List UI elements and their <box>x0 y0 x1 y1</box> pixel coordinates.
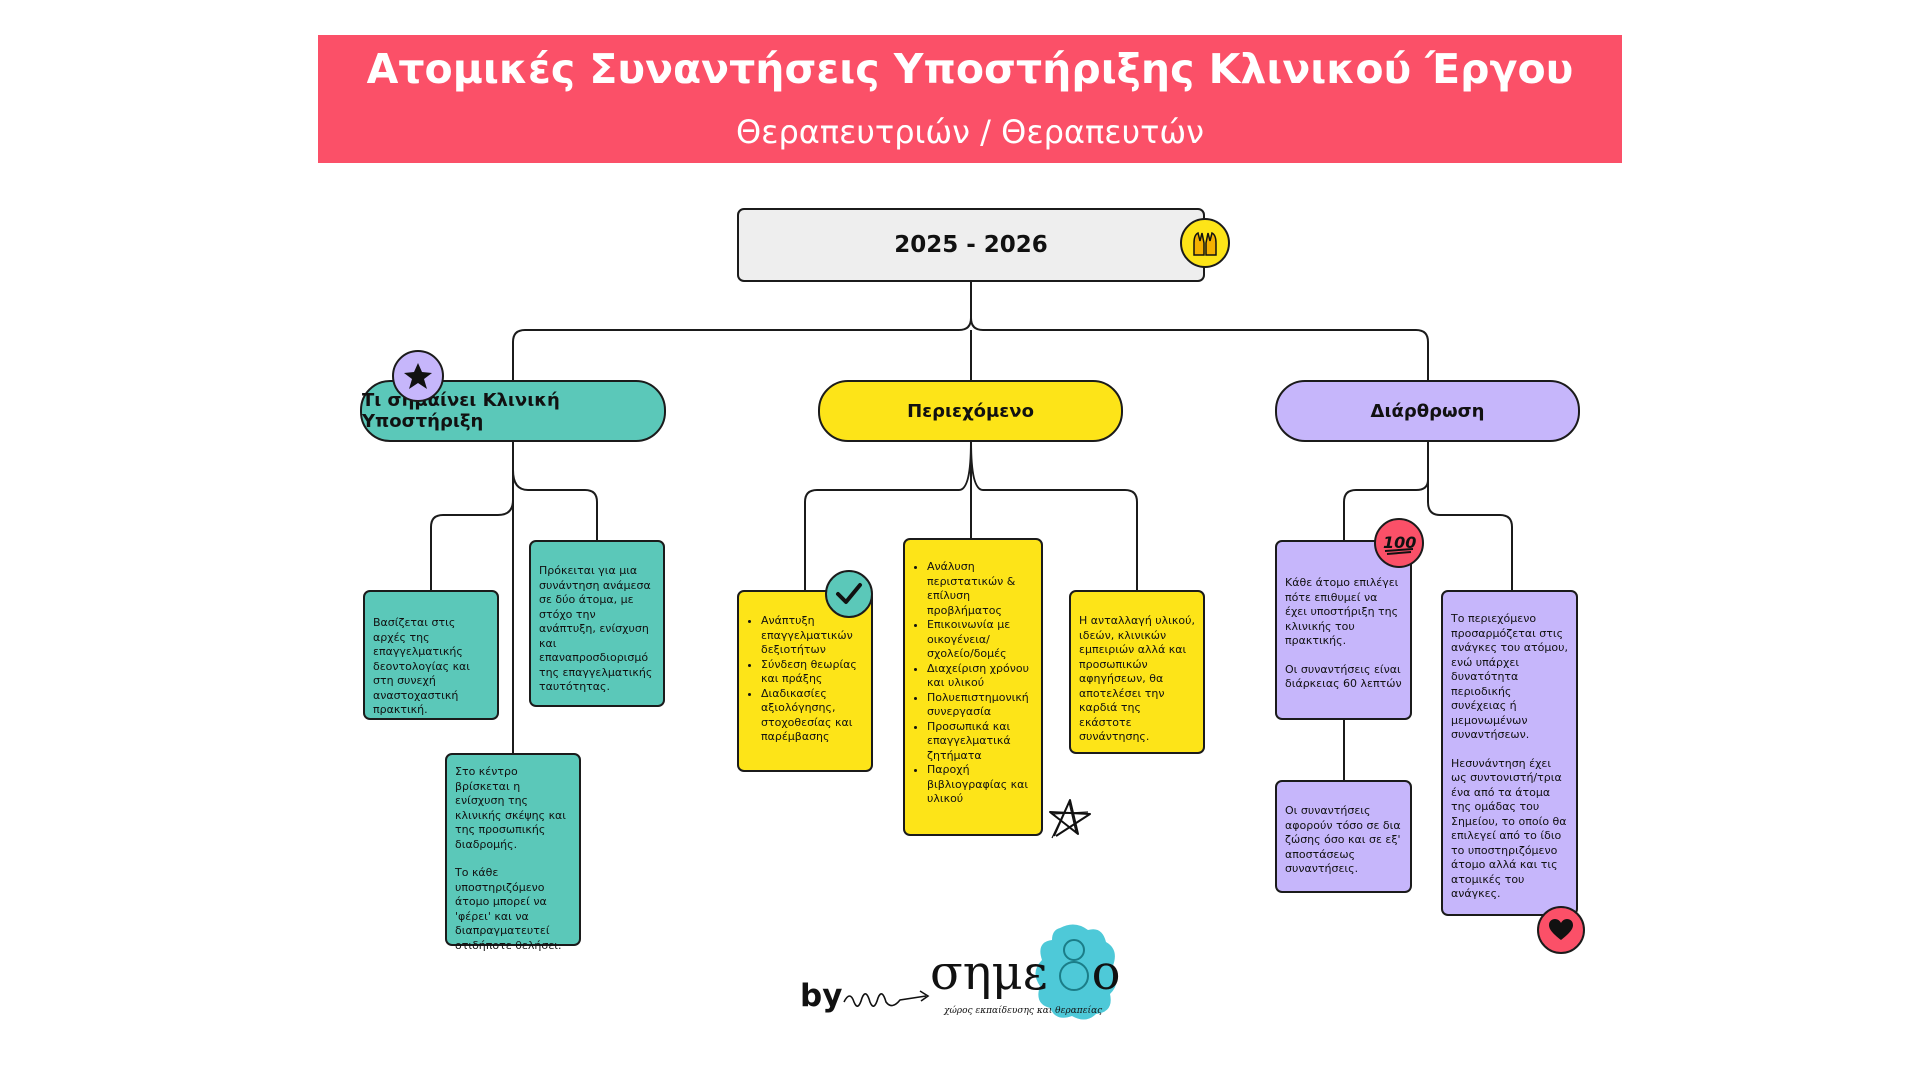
structure-box-choice: Κάθε άτομο επιλέγει πότε επιθυμεί να έχε… <box>1275 540 1412 720</box>
root-year-node: 2025 - 2026 <box>737 208 1205 282</box>
structure-box-choice-text1: Κάθε άτομο επιλέγει πότε επιθυμεί να έχε… <box>1285 576 1399 647</box>
structure-box-content-text1: Το περιεχόμενο προσαρμόζεται στις ανάγκε… <box>1451 612 1568 741</box>
content-topics-list-item: Επικοινωνία με οικογένεια/ σχολείο/δομές <box>927 618 1033 662</box>
content-skills-list: Ανάπτυξη επαγγελματικών δεξιοτήτωνΣύνδεσ… <box>747 614 863 745</box>
logo-text-end: ο <box>1091 945 1121 1001</box>
meaning-box-center-text1: Στο κέντρο βρίσκεται η ενίσχυση της κλιν… <box>455 765 567 851</box>
meaning-box-ethics-text: Βασίζεται στις αρχές της επαγγελματικής … <box>373 616 471 716</box>
content-box-exchange-text: Η ανταλλαγή υλικού, ιδεών, κλινικών εμπε… <box>1079 614 1195 743</box>
logo-tagline: χώρος εκπαίδευσης και θεραπείας <box>944 1006 1103 1016</box>
content-topics-list-item: Διαχείριση χρόνου και υλικού <box>927 662 1033 691</box>
branch-meaning-pill: Τι σημαίνει Κλινική Υποστήριξη <box>360 380 666 442</box>
content-skills-list-item: Σύνδεση θεωρίας και πράξης <box>761 658 863 687</box>
squiggle-arrow-icon <box>843 990 930 1007</box>
content-box-exchange: Η ανταλλαγή υλικού, ιδεών, κλινικών εμπε… <box>1069 590 1205 754</box>
hundred-points-icon: 100 <box>1374 518 1424 568</box>
structure-box-content: Το περιεχόμενο προσαρμόζεται στις ανάγκε… <box>1441 590 1578 916</box>
content-topics-list-item: Προσωπικά και επαγγελματικά ζητήματα <box>927 720 1033 764</box>
check-icon <box>825 570 873 618</box>
meaning-box-center: Στο κέντρο βρίσκεται η ενίσχυση της κλιν… <box>445 753 581 952</box>
content-box-skills: Ανάπτυξη επαγγελματικών δεξιοτήτωνΣύνδεσ… <box>737 590 873 772</box>
content-topics-list-item: Πολυεπιστημονική συνεργασία <box>927 691 1033 720</box>
content-topics-list: Ανάλυση περιστατικών & επίλυση προβλήματ… <box>913 560 1033 807</box>
content-skills-list-item: Ανάπτυξη επαγγελματικών δεξιοτήτων <box>761 614 863 658</box>
structure-box-content-text2: Ηεσυνάντηση έχει ως συντονιστή/τρια ένα … <box>1451 756 1567 901</box>
branch-structure-pill: Διάρθρωση <box>1275 380 1580 442</box>
meaning-box-meeting: Πρόκειται για μια συνάντηση ανάμεσα σε δ… <box>529 540 665 707</box>
content-topics-list-item: Ανάλυση περιστατικών & επίλυση προβλήματ… <box>927 560 1033 618</box>
structure-box-mode-text: Οι συναντήσεις αφορούν τόσο σε δια ζώσης… <box>1285 804 1401 875</box>
logo-splash <box>1035 924 1117 1020</box>
logo-text-main: σημε <box>930 945 1048 1001</box>
header-banner: Ατομικές Συναντήσεις Υποστήριξης Κλινικο… <box>318 35 1622 163</box>
meaning-box-meeting-text: Πρόκειται για μια συνάντηση ανάμεσα σε δ… <box>539 564 653 693</box>
footer-by: by <box>800 978 843 1014</box>
page-title: Ατομικές Συναντήσεις Υποστήριξης Κλινικο… <box>366 45 1574 93</box>
raised-hands-icon <box>1180 218 1230 268</box>
structure-box-mode: Οι συναντήσεις αφορούν τόσο σε δια ζώσης… <box>1275 780 1412 893</box>
meaning-box-center-text2: Το κάθε υποστηριζόμενο άτομο μπορεί να '… <box>455 866 562 952</box>
heart-icon <box>1537 906 1585 954</box>
content-skills-list-item: Διαδικασίες αξιολόγησης, στοχοθεσίας και… <box>761 687 863 745</box>
meaning-box-ethics: Βασίζεται στις αρχές της επαγγελματικής … <box>363 590 499 720</box>
content-topics-list-item: Παροχή βιβλιογραφίας και υλικού <box>927 763 1033 807</box>
branch-content-pill: Περιεχόμενο <box>818 380 1123 442</box>
page-subtitle: Θεραπευτριών / Θεραπευτών <box>735 113 1205 151</box>
content-box-topics: Ανάλυση περιστατικών & επίλυση προβλήματ… <box>903 538 1043 836</box>
star-icon <box>392 350 444 402</box>
svg-text:100: 100 <box>1383 533 1416 552</box>
doodle-star-icon <box>1049 799 1091 839</box>
structure-box-choice-text2: Οι συναντήσεις είναι διάρκειας 60 λεπτών <box>1285 662 1402 691</box>
